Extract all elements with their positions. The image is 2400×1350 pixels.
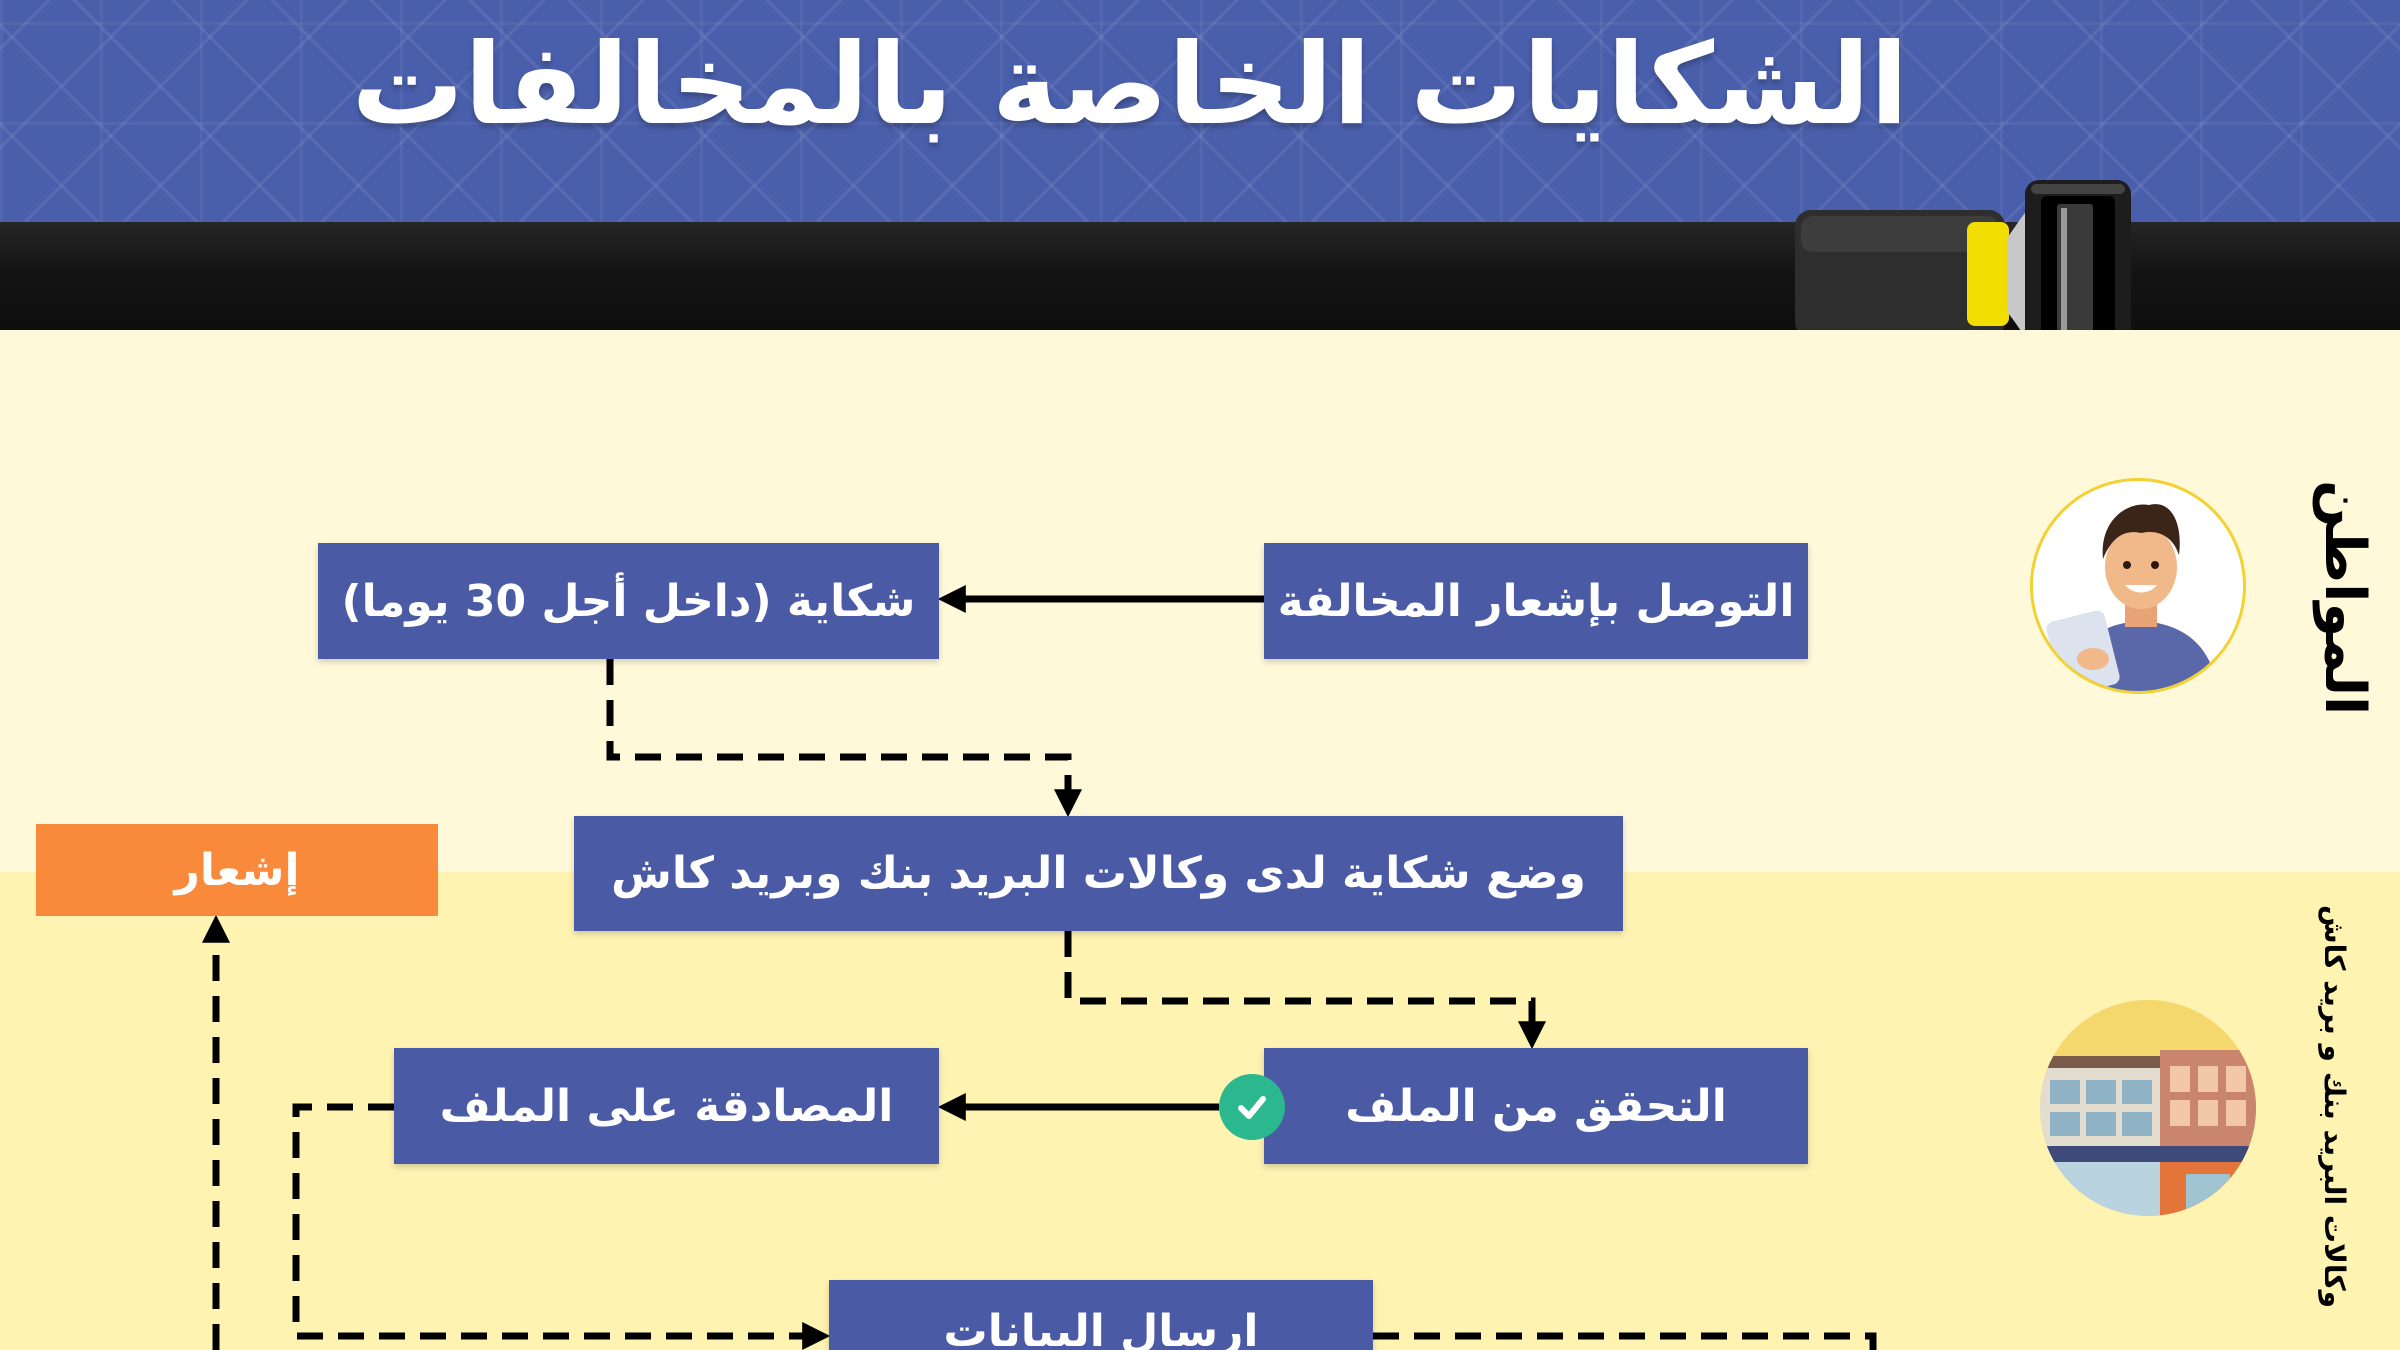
lane-label-citizen: المواطن: [2312, 480, 2377, 716]
step-complaint-deadline: شكاية (داخل أجل 30 يوما): [318, 543, 939, 659]
step-file-complaint: وضع شكاية لدى وكالات البريد بنك وبريد كا…: [574, 816, 1623, 931]
page-title: الشكايات الخاصة بالمخالفات: [351, 20, 1909, 150]
citizen-avatar-icon: [2030, 478, 2246, 694]
step-verify-file: التحقق من الملف: [1264, 1048, 1808, 1164]
step-notification: إشعار: [36, 824, 438, 916]
step-send-data: ارسال البيانات: [829, 1280, 1373, 1350]
header-banner: الشكايات الخاصة بالمخالفات: [0, 0, 2400, 225]
lane-label-post: وكالات البريد بنك و بريد كاش: [2318, 905, 2351, 1309]
check-icon: [1219, 1074, 1285, 1140]
post-agency-building-icon: [2040, 1000, 2256, 1216]
step-approve-file: المصادقة على الملف: [394, 1048, 939, 1164]
seatbelt-buckle-icon: [1795, 180, 2131, 368]
step-receive-notice: التوصل بإشعار المخالفة: [1264, 543, 1808, 659]
